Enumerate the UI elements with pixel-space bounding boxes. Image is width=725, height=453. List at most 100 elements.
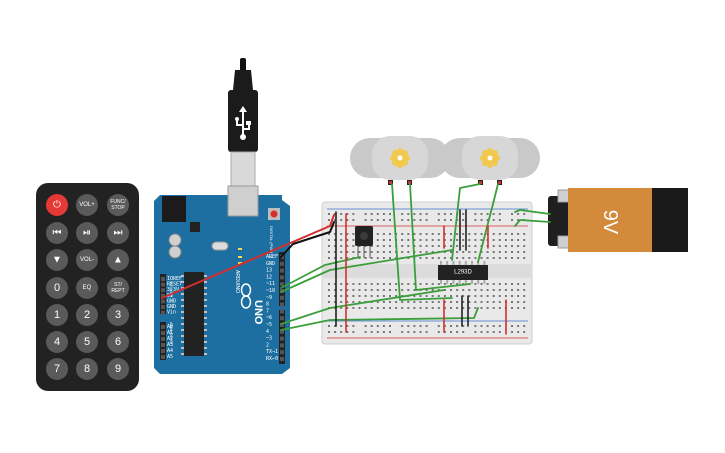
skip-back-icon: ⏮ xyxy=(53,228,62,239)
remote-button-d2-cap xyxy=(76,304,98,326)
remote-button-power[interactable]: ⏻ xyxy=(46,194,68,216)
remote-button-up-cap xyxy=(107,249,129,271)
remote-button-play-pause[interactable]: ⏯ xyxy=(76,222,98,244)
digital-pin-label: ~10 xyxy=(266,288,275,294)
digital-pin-label: AREF xyxy=(266,254,278,260)
digital-pin-label: ~6 xyxy=(266,315,272,321)
ir-remote[interactable]: ⏻ VOL+ FUNC/STOP ⏮ ⏯ ⏭ ▼ VOL- ▲ 0 EQ ST/REPT 1 2 3 4 5 6 7… xyxy=(36,183,139,391)
digital-pin-label: RX←0 xyxy=(266,356,278,362)
remote-button-d4[interactable]: 4 xyxy=(46,331,68,353)
dc-motor-2[interactable] xyxy=(440,136,540,185)
remote-button-func-stop-cap xyxy=(107,194,129,216)
breadboard[interactable] xyxy=(321,201,533,345)
power-pin-label: IOREF xyxy=(167,276,182,282)
wire-5v-red[interactable] xyxy=(161,214,335,299)
remote-button-d0-cap xyxy=(46,277,68,299)
wire-motor1-lead-a[interactable] xyxy=(391,183,453,301)
wire-battery-1[interactable] xyxy=(514,209,551,215)
remote-button-next-cap xyxy=(107,222,129,244)
remote-button-d4-cap xyxy=(46,331,68,353)
remote-button-st-rept[interactable]: ST/REPT xyxy=(107,277,129,299)
usb-cable[interactable] xyxy=(228,58,258,187)
motor-2-terminal-a-mark xyxy=(479,181,482,184)
remote-button-d9-label: 9 xyxy=(115,363,121,375)
digital-pin-label: 13 xyxy=(266,268,272,274)
digital-pin-label: 7 xyxy=(266,308,269,314)
analog-pin-label: A3 xyxy=(167,342,173,348)
wire-motor2-lead-a[interactable] xyxy=(451,183,481,261)
led-rx xyxy=(238,262,242,264)
wire-motor1-lead-b[interactable] xyxy=(409,183,471,291)
remote-button-d8[interactable]: 8 xyxy=(76,358,98,380)
l293d-chip-legs xyxy=(440,261,486,284)
digital-pin-label: 2 xyxy=(266,342,269,348)
battery-label-band xyxy=(568,188,652,252)
wire-motor-a1[interactable] xyxy=(280,249,453,293)
remote-button-prev-cap xyxy=(46,222,68,244)
remote-button-d8-cap xyxy=(76,358,98,380)
l293d-driver-chip[interactable]: L293D xyxy=(438,261,488,284)
remote-button-d8-label: 8 xyxy=(84,363,90,375)
remote-button-grid: ⏻ VOL+ FUNC/STOP ⏮ ⏯ ⏭ ▼ VOL- ▲ 0 EQ ST/REPT 1 2 3 4 5 6 7… xyxy=(46,194,129,380)
ir-receiver[interactable] xyxy=(355,226,373,258)
remote-button-d6-cap xyxy=(107,331,129,353)
ir-receiver-lens xyxy=(360,232,368,240)
gear-icon xyxy=(390,148,410,168)
remote-button-vol-down[interactable]: VOL- xyxy=(76,249,98,271)
skip-forward-icon: ⏭ xyxy=(114,228,123,239)
dc-motor-1[interactable] xyxy=(350,136,450,185)
remote-button-d6[interactable]: 6 xyxy=(107,331,129,353)
remote-button-func-stop[interactable]: FUNC/STOP xyxy=(107,194,129,216)
remote-button-d5[interactable]: 5 xyxy=(76,331,98,353)
motor-1-terminal-b-mark xyxy=(408,181,411,184)
l293d-chip-body xyxy=(438,265,488,280)
remote-button-vol-down-cap xyxy=(76,249,98,271)
remote-button-d3-label: 3 xyxy=(115,309,121,321)
remote-button-d7-cap xyxy=(46,358,68,380)
arduino-power-jack xyxy=(162,196,186,222)
wire-battery-2[interactable] xyxy=(514,219,551,227)
remote-button-d3-cap xyxy=(107,304,129,326)
usb-cable-strain-relief xyxy=(233,70,253,90)
remote-button-up[interactable]: ▲ xyxy=(107,249,129,271)
battery-9v[interactable]: 9V xyxy=(548,188,688,252)
wire-motor-b1[interactable] xyxy=(280,307,479,331)
wire-ir-signal[interactable] xyxy=(280,256,361,289)
motor-2-terminal-b-mark xyxy=(498,181,501,184)
remote-button-next[interactable]: ⏭ xyxy=(107,222,129,244)
atmega-chip-legs xyxy=(181,275,207,355)
remote-button-d9-cap xyxy=(107,358,129,380)
wire-gnd-black[interactable] xyxy=(279,221,335,259)
remote-button-st-rept-cap xyxy=(107,277,129,299)
remote-button-d1[interactable]: 1 xyxy=(46,304,68,326)
usb-plug-metal xyxy=(230,151,256,187)
remote-button-down[interactable]: ▼ xyxy=(46,249,68,271)
remote-button-func-stop-label: STOP xyxy=(111,205,125,211)
remote-button-d2-label: 2 xyxy=(84,309,90,321)
arrow-down-icon: ▼ xyxy=(52,255,62,266)
remote-button-prev[interactable]: ⏮ xyxy=(46,222,68,244)
wire-motor-a2[interactable] xyxy=(280,289,445,325)
remote-button-eq[interactable]: EQ xyxy=(76,277,98,299)
remote-button-d0[interactable]: 0 xyxy=(46,277,68,299)
remote-button-vol-up[interactable]: VOL+ xyxy=(76,194,98,216)
remote-button-d7[interactable]: 7 xyxy=(46,358,68,380)
remote-button-d9[interactable]: 9 xyxy=(107,358,129,380)
motor-1-terminal-a-mark xyxy=(389,181,392,184)
wire-motor2-lead-b[interactable] xyxy=(477,183,499,263)
remote-button-d1-cap xyxy=(46,304,68,326)
remote-button-d3[interactable]: 3 xyxy=(107,304,129,326)
digital-pin-label: ~5 xyxy=(266,322,272,328)
digital-pin-label: 4 xyxy=(266,329,269,335)
capacitor-2 xyxy=(168,245,182,259)
remote-button-d1-label: 1 xyxy=(54,309,60,321)
power-pin-label: GND xyxy=(167,298,176,304)
digital-pin-label: ~11 xyxy=(266,281,275,287)
remote-button-play-pause-cap xyxy=(76,222,98,244)
remote-button-d5-label: 5 xyxy=(84,336,90,348)
remote-button-d2[interactable]: 2 xyxy=(76,304,98,326)
analog-pin-label: A2 xyxy=(167,336,173,342)
